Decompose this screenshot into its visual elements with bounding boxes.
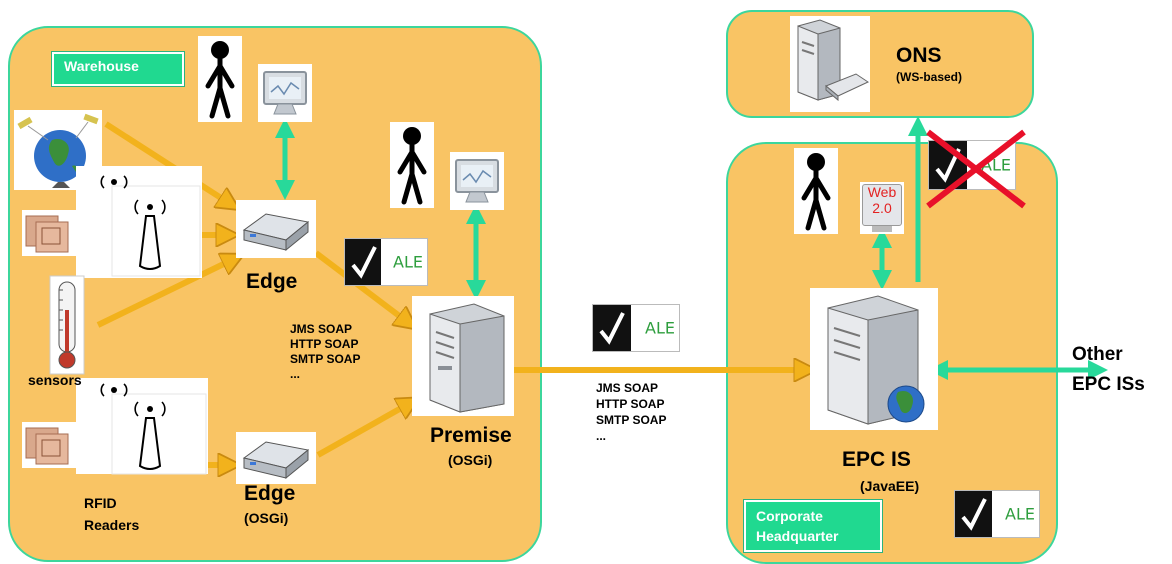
headquarter-tag-line1: Corporate bbox=[756, 508, 823, 524]
protocol-item: HTTP SOAP bbox=[596, 397, 665, 411]
ons-server-icon bbox=[790, 16, 870, 112]
arrow-sensor-to-edge bbox=[96, 258, 236, 328]
premise-sub: (OSGi) bbox=[448, 452, 493, 468]
arrow-satellite-to-edge bbox=[104, 121, 232, 205]
web20-icon: Web 2.0 bbox=[860, 182, 904, 234]
epcis-label: EPC IS bbox=[842, 448, 911, 471]
protocol-item: SMTP SOAP bbox=[290, 352, 361, 366]
satellite-globe-icon bbox=[14, 110, 102, 190]
protocol-item: HTTP SOAP bbox=[290, 337, 359, 351]
warehouse-protocols: JMS SOAP HTTP SOAP SMTP SOAP ... bbox=[290, 322, 360, 382]
rfid-tag-icon bbox=[22, 422, 84, 468]
edge-device-icon bbox=[236, 432, 316, 484]
headquarter-tag-line2: Headquarter bbox=[756, 528, 839, 544]
ale-badge: ALE bbox=[344, 238, 428, 286]
arrow-edge-to-premise bbox=[314, 250, 410, 324]
ale-label: ALE bbox=[645, 318, 675, 338]
protocol-item: JMS SOAP bbox=[596, 381, 659, 395]
ale-badge: ALE bbox=[592, 304, 680, 352]
ons-label: ONS bbox=[896, 44, 942, 67]
rfid-readers-line1: RFID bbox=[84, 495, 117, 511]
user-icon bbox=[390, 122, 434, 208]
epcis-server-icon bbox=[810, 288, 938, 430]
cross-out-icon bbox=[926, 129, 1026, 209]
other-epcis-line2: EPC ISs bbox=[1072, 374, 1145, 395]
premise-label: Premise bbox=[430, 424, 512, 447]
warehouse-tag: Warehouse bbox=[51, 51, 185, 87]
ale-checkmark-icon bbox=[345, 239, 382, 285]
edge-device-icon bbox=[236, 200, 316, 258]
arrow-edge2-to-premise bbox=[316, 402, 412, 458]
ale-label: ALE bbox=[393, 252, 423, 272]
premise-server-icon bbox=[412, 296, 514, 416]
protocol-item: SMTP SOAP bbox=[596, 413, 667, 427]
rfid-readers-label: RFID Readers bbox=[84, 492, 139, 536]
protocol-item: ... bbox=[290, 367, 301, 381]
ale-badge: ALE bbox=[954, 490, 1040, 538]
ale-checkmark-icon bbox=[955, 491, 992, 537]
user-icon bbox=[198, 36, 242, 122]
sensors-label: sensors bbox=[28, 372, 82, 388]
ons-region bbox=[726, 10, 1034, 118]
rfid-tag-icon bbox=[22, 210, 84, 256]
headquarter-tag: Corporate Headquarter bbox=[743, 499, 883, 553]
protocol-item: ... bbox=[596, 429, 607, 443]
ale-label: ALE bbox=[1005, 504, 1035, 524]
ons-sub: (WS-based) bbox=[896, 70, 962, 84]
thermometer-icon bbox=[49, 275, 85, 375]
rfid-reader-icon bbox=[76, 166, 202, 278]
rfid-reader-icon bbox=[76, 378, 208, 475]
edge-bottom-label: Edge bbox=[244, 482, 296, 505]
protocol-item: JMS SOAP bbox=[290, 322, 353, 336]
other-epcis-line1: Other bbox=[1072, 344, 1123, 365]
link-protocols: JMS SOAP HTTP SOAP SMTP SOAP ... bbox=[596, 380, 666, 444]
epcis-sub: (JavaEE) bbox=[860, 478, 920, 494]
rfid-readers-line2: Readers bbox=[84, 517, 140, 533]
ale-checkmark-icon bbox=[593, 305, 631, 351]
monitor-icon bbox=[258, 64, 312, 122]
user-icon bbox=[794, 148, 838, 234]
edge-bottom-sub: (OSGi) bbox=[244, 510, 289, 526]
edge-top-label: Edge bbox=[246, 270, 298, 293]
other-epcis-label: Other EPC ISs bbox=[1072, 340, 1145, 400]
web20-line1: Web bbox=[867, 184, 897, 200]
web20-line2: 2.0 bbox=[872, 200, 892, 216]
monitor-icon bbox=[450, 152, 504, 210]
